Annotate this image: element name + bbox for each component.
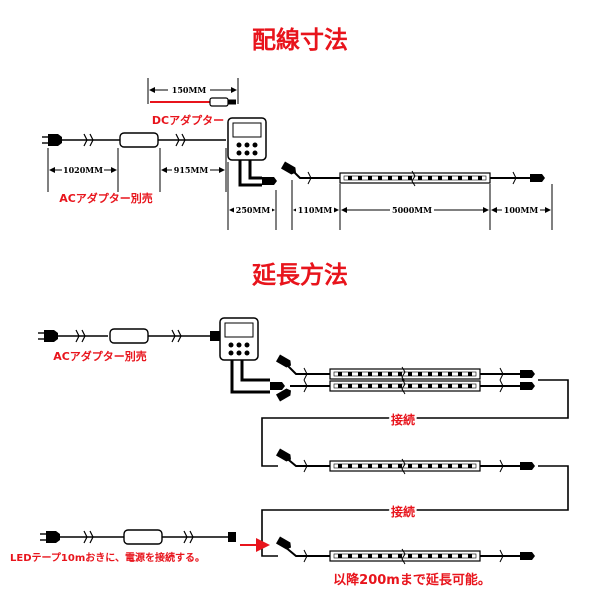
dim-lead-in-label: 110MM: [298, 205, 333, 215]
led-strip-run-1: [281, 161, 545, 187]
dim-strip: 5000MM: [341, 184, 491, 230]
dim-strip-label: 5000MM: [392, 205, 432, 215]
dim-controller-lead: 250MM: [227, 162, 277, 230]
note-extend: 以降200mまで延長可能。: [333, 572, 491, 588]
connect-label-2: 接続: [391, 504, 415, 519]
dim-cord-left-label: 1020MM: [63, 165, 103, 175]
connect-label-1: 接続: [391, 412, 415, 427]
dim-lead-out: 100MM: [491, 184, 553, 230]
section2-title: 延長方法: [251, 261, 348, 289]
dim-dc-length: 150MM: [147, 78, 239, 104]
controller-box-2: [219, 317, 285, 394]
dim-cord-right-label: 915MM: [174, 165, 209, 175]
ac-adapter-label-1: ACアダプター別売: [59, 191, 153, 205]
led-strip-row-3: [276, 448, 535, 475]
controller-box: [227, 117, 277, 187]
dim-cord-left: 1020MM: [47, 148, 119, 192]
dim-lead-in: 110MM: [291, 180, 341, 230]
ac-power-cord-3: [39, 529, 236, 545]
note-power: LEDテープ10mおきに、電源を接続する。: [10, 551, 205, 564]
dim-lead-out-label: 100MM: [504, 205, 539, 215]
dim-dc-length-label: 150MM: [172, 85, 207, 95]
led-strip-row-4: [276, 536, 535, 565]
dc-adapter-plug: [150, 97, 236, 107]
section1-title: 配線寸法: [252, 26, 348, 54]
dim-cord-right: 915MM: [159, 148, 227, 192]
connection-wire-2: [261, 465, 569, 557]
connection-wire-1: [261, 379, 569, 467]
dc-adapter-label: DCアダプター: [152, 113, 224, 127]
ac-power-cord: [41, 132, 226, 148]
led-strip-row-2a: [276, 354, 535, 383]
ac-power-cord-2: [37, 328, 220, 344]
dim-controller-lead-label: 250MM: [236, 205, 271, 215]
led-strip-row-2b: [276, 378, 535, 402]
ac-adapter-label-2: ACアダプター別売: [53, 349, 147, 363]
